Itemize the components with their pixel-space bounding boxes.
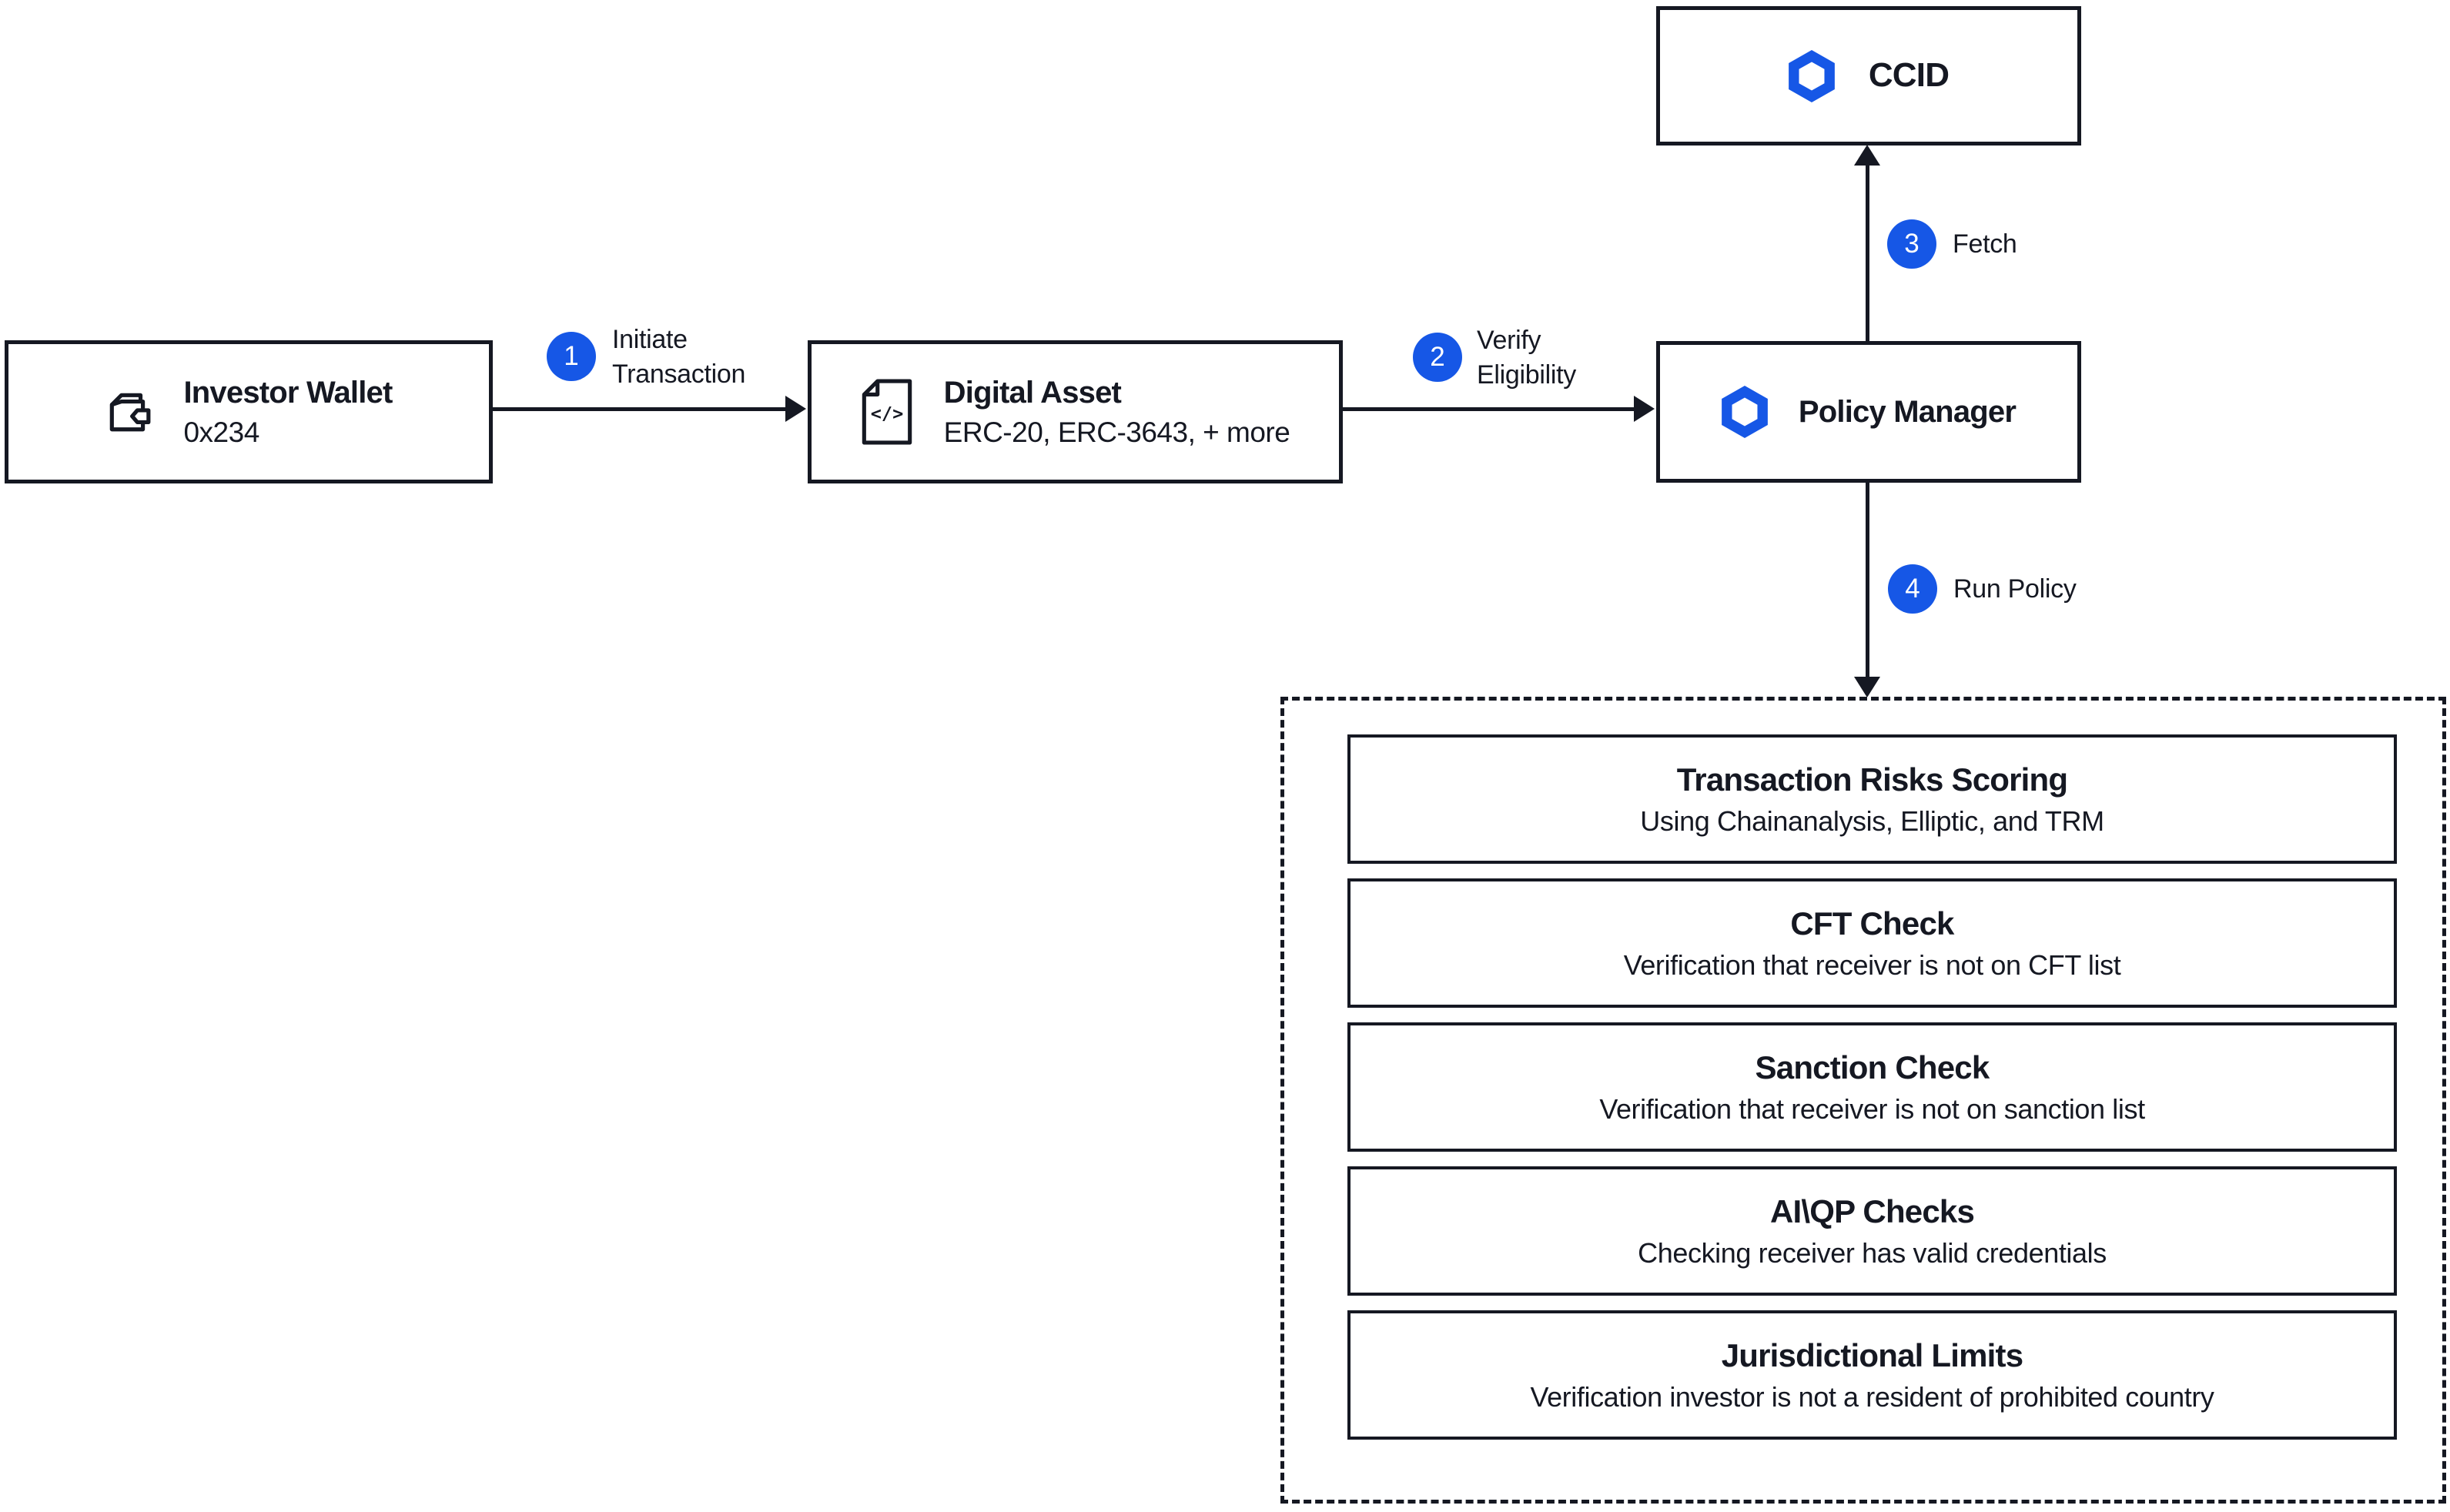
policy-manager-title: Policy Manager	[1798, 395, 2017, 429]
ccid-title: CCID	[1868, 56, 1950, 95]
step-4-line1: Run Policy	[1953, 574, 2077, 604]
arrow-verify-eligibility-head	[1634, 396, 1655, 422]
arrow-initiate-transaction-head	[785, 396, 806, 422]
step-3-number: 3	[1904, 229, 1920, 259]
check-title: CFT Check	[1790, 905, 1954, 942]
step-badge-4: 4	[1888, 564, 1937, 614]
check-cft: CFT Check Verification that receiver is …	[1347, 878, 2397, 1008]
step-3-line1: Fetch	[1953, 229, 2017, 259]
check-subtitle: Verification that receiver is not on san…	[1599, 1092, 2145, 1125]
wallet-icon	[110, 393, 151, 432]
step-4-label: Run Policy	[1953, 572, 2077, 607]
step-2-number: 2	[1430, 342, 1445, 372]
step-1-number: 1	[564, 341, 579, 371]
arrow-run-policy-head	[1854, 677, 1880, 697]
check-ai-qp: AI\QP Checks Checking receiver has valid…	[1347, 1166, 2397, 1296]
digital-asset-title: Digital Asset	[943, 375, 1122, 410]
svg-text:</>: </>	[870, 403, 902, 424]
investor-wallet-title: Investor Wallet	[183, 375, 393, 410]
chainlink-hexagon-icon	[1788, 49, 1835, 102]
step-4-number: 4	[1905, 574, 1920, 604]
arrow-fetch-head	[1854, 145, 1880, 166]
arrow-fetch-line	[1866, 165, 1869, 341]
check-subtitle: Verification investor is not a resident …	[1530, 1380, 2214, 1413]
check-title: AI\QP Checks	[1769, 1193, 1975, 1229]
step-badge-1: 1	[547, 332, 596, 381]
check-subtitle: Verification that receiver is not on CFT…	[1623, 948, 2121, 981]
check-subtitle: Checking receiver has valid credentials	[1638, 1236, 2107, 1269]
step-1-line1: Initiate	[612, 325, 688, 354]
code-document-icon: </>	[862, 379, 912, 445]
step-3-label: Fetch	[1953, 227, 2017, 262]
node-ccid: CCID	[1656, 6, 2081, 146]
digital-asset-standards: ERC-20, ERC-3643, + more	[943, 416, 1290, 448]
check-jurisdictional-limits: Jurisdictional Limits Verification inves…	[1347, 1310, 2397, 1440]
arrow-initiate-transaction-line	[493, 407, 787, 411]
step-1-label: Initiate Transaction	[612, 323, 745, 392]
check-title: Transaction Risks Scoring	[1676, 761, 2068, 798]
step-2-line1: Verify	[1477, 326, 1541, 355]
check-title: Sanction Check	[1755, 1049, 1990, 1085]
check-title: Jurisdictional Limits	[1721, 1336, 2023, 1373]
check-subtitle: Using Chainanalysis, Elliptic, and TRM	[1640, 805, 2104, 837]
check-sanction: Sanction Check Verification that receive…	[1347, 1022, 2397, 1152]
step-1-line2: Transaction	[612, 360, 746, 389]
investor-wallet-address: 0x234	[183, 416, 259, 448]
node-policy-manager: Policy Manager	[1656, 341, 2081, 483]
step-badge-2: 2	[1413, 333, 1462, 382]
node-investor-wallet: Investor Wallet 0x234	[5, 340, 493, 483]
chainlink-hexagon-icon	[1721, 386, 1768, 438]
node-digital-asset: </> Digital Asset ERC-20, ERC-3643, + mo…	[808, 340, 1343, 483]
arrow-run-policy-line	[1866, 483, 1869, 677]
step-2-line2: Eligibility	[1477, 360, 1576, 390]
step-badge-3: 3	[1887, 219, 1936, 269]
arrow-verify-eligibility-line	[1343, 407, 1635, 411]
check-transaction-risk-scoring: Transaction Risks Scoring Using Chainana…	[1347, 734, 2397, 864]
step-2-label: Verify Eligibility	[1477, 323, 1576, 393]
